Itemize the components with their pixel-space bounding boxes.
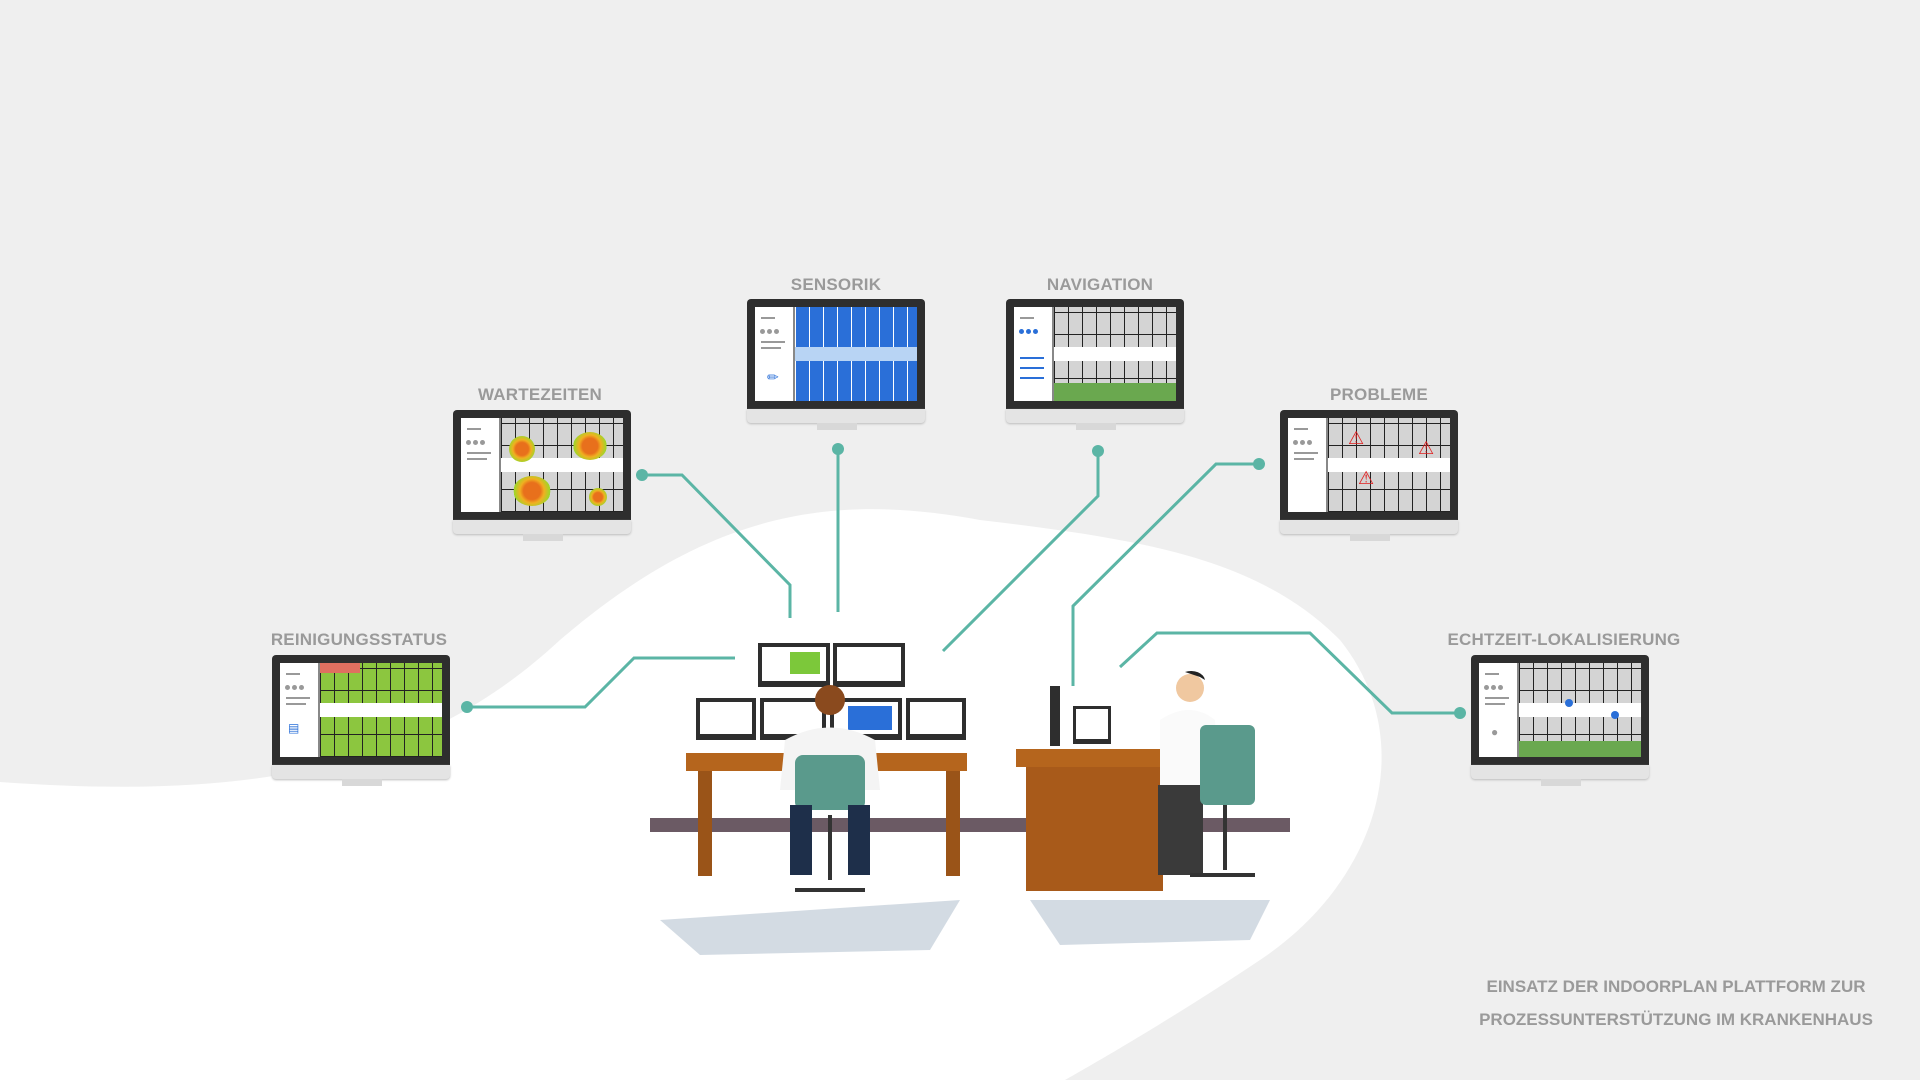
connector-dot [1092,445,1104,457]
heatmap-icon [509,436,535,462]
thermometer-icon: ✏ [767,369,779,385]
control-room-scene [650,643,1290,955]
person-icon: ● [1491,725,1499,739]
label-sensorik: SENSORIK [790,275,882,294]
monitor-reinigungsstatus[interactable]: ▤ [272,655,450,786]
description-line-1: EINSATZ DER INDOORPLAN PLATTFORM ZUR [1486,977,1866,996]
monitor-wartezeiten[interactable] [453,410,631,541]
connector-dot [832,443,844,455]
warning-icon: ⚠ [1348,428,1365,448]
connector-wartezeiten [642,473,792,618]
connector-echtzeit [1118,631,1460,715]
label-reinigungsstatus: REINIGUNGSSTATUS [270,630,448,649]
route-icon [1054,383,1176,401]
connector-navigation [941,451,1100,653]
bed-icon: ▤ [288,721,300,735]
label-wartezeiten: WARTEZEITEN [477,385,603,404]
connector-dot [636,469,648,481]
connector-probleme [1071,462,1259,686]
label-echtzeit-lokalisierung: ECHTZEIT-LOKALISIERUNG [1447,630,1681,649]
description: EINSATZ DER INDOORPLAN PLATTFORM ZUR PRO… [1476,970,1876,1036]
monitor-echtzeit-lokalisierung[interactable]: ● [1471,655,1649,786]
description-line-2: PROZESSUNTERSTÜTZUNG IM KRANKENHAUS [1479,1010,1873,1029]
monitor-sensorik[interactable]: ✏ [747,299,925,430]
connector-dot [1253,458,1265,470]
monitor-navigation[interactable] [1006,299,1184,430]
connector-reinigung [467,656,735,709]
connector-dot [1454,707,1466,719]
label-probleme: PROBLEME [1330,385,1428,404]
monitor-probleme[interactable]: ⚠ ⚠ ⚠ [1280,410,1458,541]
connector-dot [461,701,473,713]
label-navigation: NAVIGATION [1046,275,1154,294]
